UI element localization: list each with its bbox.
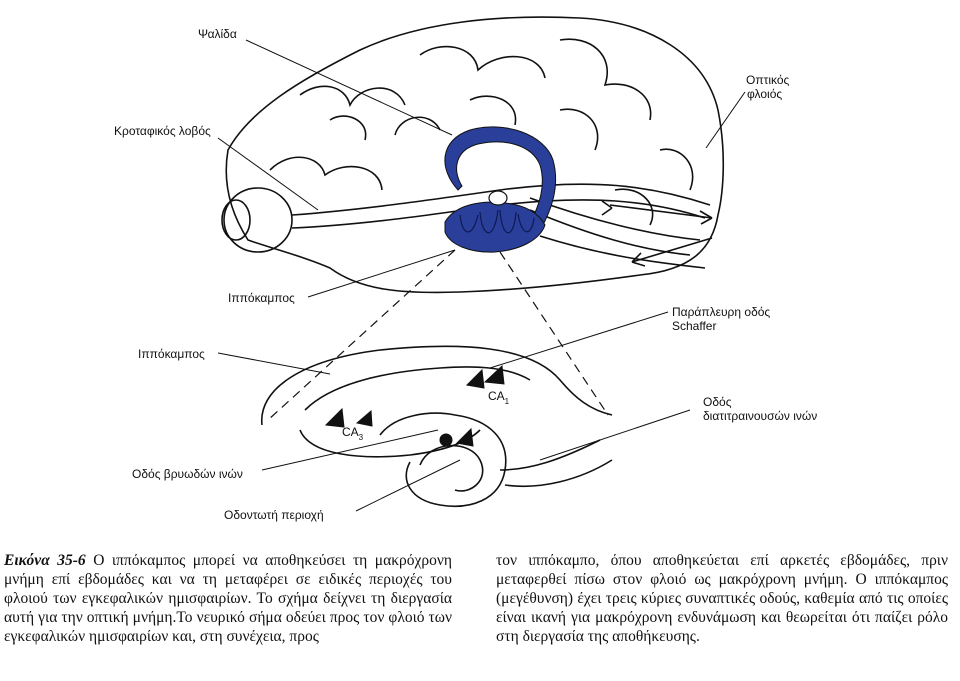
- label-mossy-fibers: Οδός βρυωδών ινών: [132, 467, 243, 481]
- label-dentate: Οδοντωτή περιοχή: [224, 508, 324, 522]
- label-ca1: CA1: [488, 389, 510, 406]
- caption-right-column: τον ιππόκαμπο, όπου αποθηκεύεται επί αρκ…: [496, 551, 948, 646]
- label-schaffer-line2: Schaffer: [672, 319, 716, 333]
- projection-lines: [267, 249, 609, 421]
- label-ca3-subscript: 3: [359, 433, 364, 442]
- label-ca3: CA3: [342, 425, 364, 442]
- label-hippocampus-top: Ιππόκαμπος: [228, 291, 295, 305]
- hippocampus-diagram: Ψαλίδα Οπτικός φλοιός Κροταφικός λοβός Ι…: [114, 16, 817, 522]
- cortex-arrows: [601, 200, 713, 267]
- label-ca1-subscript: 1: [505, 397, 510, 406]
- brain-outline: [225, 16, 725, 294]
- label-hippocampus-mid: Ιππόκαμπος: [138, 347, 205, 361]
- hippocampus-section: [261, 345, 613, 507]
- label-temporal-lobe: Κροταφικός λοβός: [114, 124, 211, 138]
- hippocampus-shape: [444, 126, 557, 253]
- caption-right-text: τον ιππόκαμπο, όπου αποθηκεύεται επί αρκ…: [496, 552, 948, 645]
- caption-left-text: Ο ιππόκαμπος μπορεί να αποθηκεύσει τη μα…: [4, 552, 452, 645]
- label-schaffer-line1: Παράπλευρη οδός: [672, 305, 770, 319]
- synapse-markers: [324, 364, 505, 447]
- label-perforant-line1: Οδός: [703, 395, 732, 409]
- leader-lines: [217, 39, 746, 512]
- label-visual-cortex-line1: Οπτικός: [746, 73, 790, 87]
- figure-number: Εικόνα 35-6: [4, 552, 86, 569]
- label-perforant-line2: διατιτραινουσών ινών: [703, 409, 817, 423]
- label-fornix: Ψαλίδα: [198, 27, 237, 41]
- caption-left-column: Εικόνα 35-6 Ο ιππόκαμπος μπορεί να αποθη…: [4, 551, 452, 646]
- eye: [221, 187, 293, 253]
- label-visual-cortex-line2: φλοιός: [747, 87, 782, 101]
